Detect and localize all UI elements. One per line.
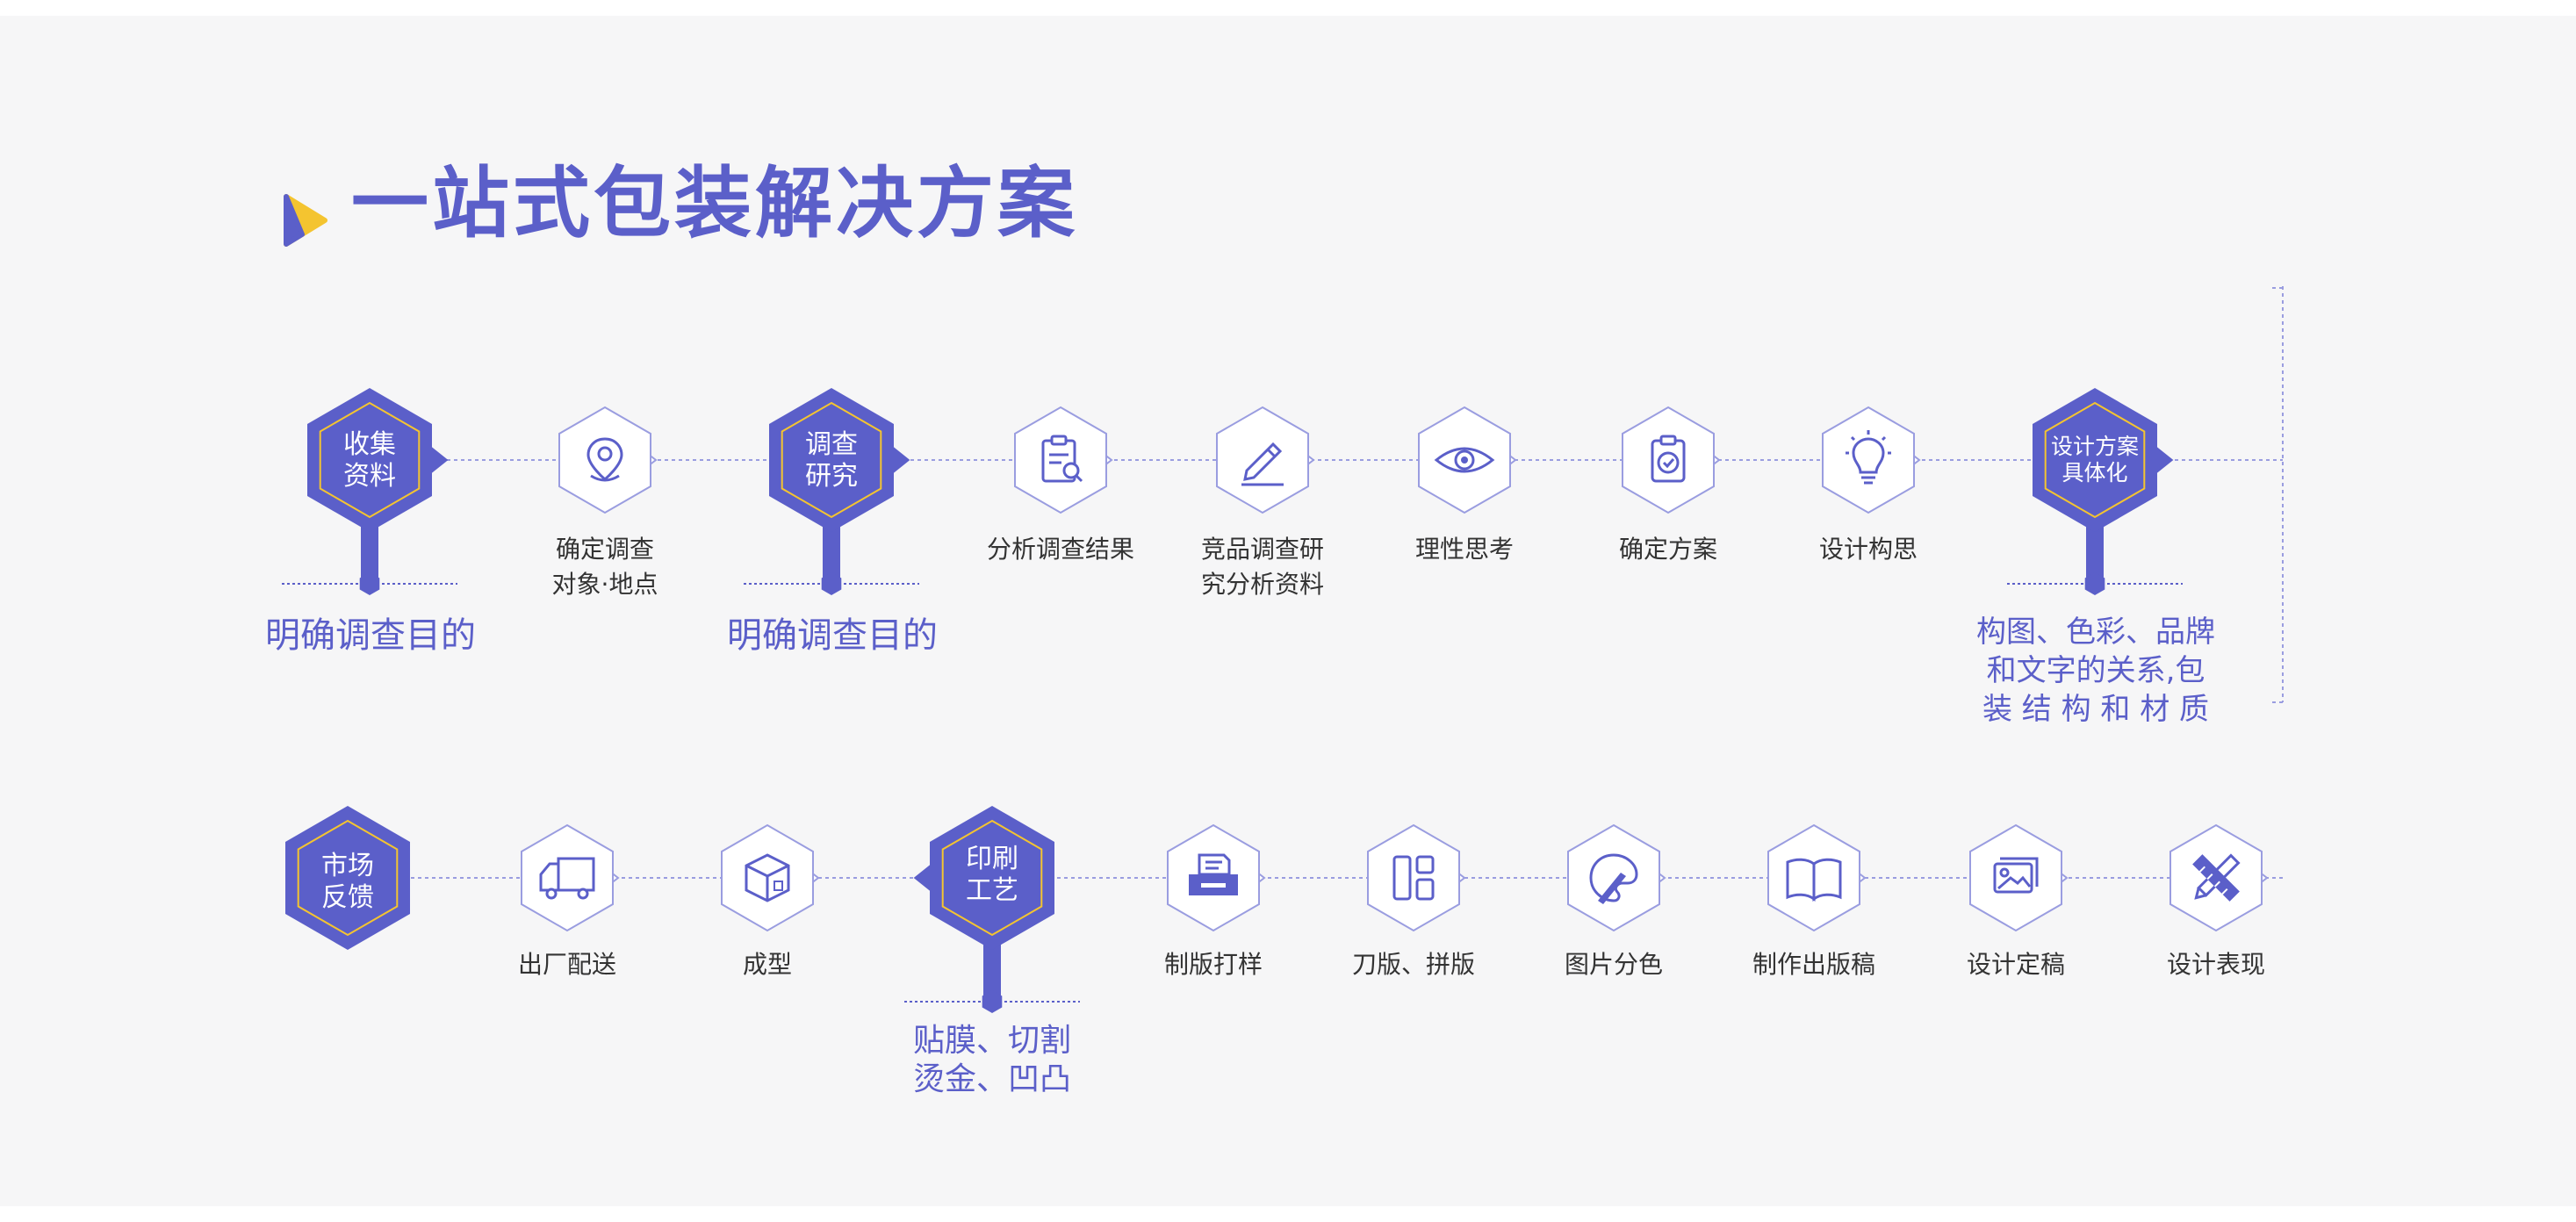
step-hexagon [1367, 823, 1460, 932]
major-node [2007, 388, 2183, 595]
major-hexagon-inner [941, 819, 1043, 937]
major-node-label: 市场 反馈 [321, 851, 374, 913]
step-label: 制版打样 [1163, 950, 1263, 979]
major-node-caption: 明确调查目的 [727, 615, 938, 656]
step-label: 确定方案 [1618, 535, 1717, 564]
major-hexagon [2033, 388, 2157, 532]
process-nodes [282, 388, 2269, 1013]
step-node [1767, 823, 1867, 932]
pointer-arrow [913, 864, 932, 892]
step-hexagon [1216, 406, 1309, 514]
step-node [1167, 823, 1266, 932]
major-hexagon [285, 806, 410, 950]
step-node [1822, 406, 1921, 514]
major-hexagon-inner [781, 401, 882, 519]
pin-tip [982, 990, 1003, 1013]
major-node-label: 印刷 工艺 [966, 844, 1018, 906]
step-node [1216, 406, 1315, 514]
step-label: 分析调查结果 [986, 535, 1134, 564]
major-hexagon [930, 806, 1054, 950]
content-panel [0, 16, 2576, 1206]
pointer-arrow [2155, 446, 2174, 474]
step-node [721, 823, 820, 932]
major-node-label: 设计方案 具体化 [2050, 434, 2139, 485]
step-node [1014, 406, 1113, 514]
step-node [1367, 823, 1466, 932]
pointer-arrow [430, 446, 449, 474]
major-node-caption: 贴膜、切割 烫金、凹凸 [912, 1023, 1071, 1097]
major-node [285, 806, 410, 950]
major-node [282, 388, 457, 595]
step-label: 出厂配送 [517, 950, 616, 979]
major-hexagon-inner [2044, 401, 2146, 519]
step-node [1418, 406, 1517, 514]
step-label: 制作出版稿 [1752, 950, 1875, 979]
step-label: 理性思考 [1414, 535, 1514, 564]
major-node-caption: 构图、色彩、品牌 和文字的关系,包 装 结 构 和 材 质 [1976, 615, 2215, 727]
step-label: 竞品调查研 究分析资料 [1200, 535, 1324, 599]
step-node [521, 823, 620, 932]
pin-tip [359, 572, 380, 595]
step-label: 设计表现 [2166, 950, 2265, 979]
pin-tip [2084, 572, 2105, 595]
step-label: 成型 [742, 950, 792, 979]
step-node [558, 406, 658, 514]
step-label: 图片分色 [1564, 950, 1663, 979]
step-node [1622, 406, 1721, 514]
connector-lines [348, 286, 2284, 879]
step-node [1567, 823, 1666, 932]
step-label: 刀版、拼版 [1351, 950, 1475, 979]
major-hexagon-inner [319, 401, 421, 519]
step-label: 设计定稿 [1966, 950, 2065, 979]
major-node-caption: 明确调查目的 [265, 615, 476, 656]
step-hexagon [521, 823, 614, 932]
major-node [744, 388, 919, 595]
step-node [1969, 823, 2069, 932]
step-hexagon [1622, 406, 1715, 514]
major-hexagon-inner [297, 819, 399, 937]
step-hexagon [1822, 406, 1915, 514]
step-hexagon [1969, 823, 2062, 932]
major-hexagon [769, 388, 894, 532]
major-node-label: 收集 资料 [343, 429, 396, 492]
play-triangle-icon [284, 194, 327, 247]
major-node [904, 806, 1080, 1013]
step-label: 确定调查 对象·地点 [551, 535, 658, 599]
step-node [2169, 823, 2269, 932]
pointer-arrow [892, 446, 910, 474]
step-label: 设计构思 [1818, 535, 1918, 564]
step-hexagon [1567, 823, 1660, 932]
major-node-label: 调查 研究 [805, 429, 858, 492]
page-title: 一站式包装解决方案 [351, 158, 1079, 248]
step-hexagon [1014, 406, 1107, 514]
pin-tip [821, 572, 842, 595]
major-hexagon [307, 388, 432, 532]
